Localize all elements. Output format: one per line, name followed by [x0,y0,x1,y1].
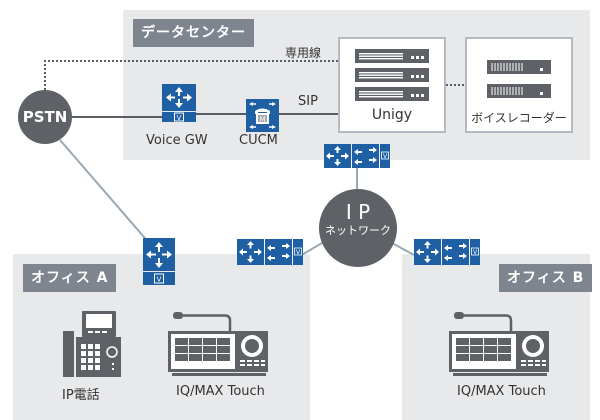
ip-office-b-link [391,242,415,256]
unigy-card: Unigy [338,37,446,133]
dedicated-line-link [44,60,338,90]
dedicated-line-label: 専用線 [285,46,322,60]
iqmax-a-label: IQ/MAX Touch [176,384,265,399]
ip-network-node: I P ネットワーク [319,189,397,267]
ip-phone-icon [63,311,121,377]
office-a-network-switch-icon: V [237,239,303,265]
ip-office-a-link [299,242,323,257]
manager-badge: M [259,116,265,124]
voice-recorder-label: ボイスレコーダー [471,111,567,125]
recorder-icon [487,60,551,98]
pstn-node: PSTN [18,90,72,144]
svg-text:V: V [473,249,478,256]
pstn-label: PSTN [22,108,68,126]
unigy-label: Unigy [371,107,413,123]
cucm-label: CUCM [239,133,278,148]
pstn-office-a-link [59,139,151,245]
voice-gw-label: Voice GW [146,133,208,148]
voice-recorder-card: ボイスレコーダー [465,37,573,133]
voice-badge: V [177,114,182,122]
svg-text:V: V [157,276,162,284]
ip-phone-label: IP電話 [62,388,100,403]
sip-label: SIP [298,94,318,109]
trading-turret-icon-b [449,312,549,376]
office-b-label: オフィス B [499,264,593,292]
svg-text:V: V [296,249,301,256]
ip-network-title: I P [345,200,371,224]
office-a-voice-router-icon: V [143,238,175,285]
office-a-label: オフィス A [23,264,117,292]
server-stack-icon [355,49,429,101]
ip-network-subtitle: ネットワーク [325,224,391,237]
iqmax-b-label: IQ/MAX Touch [457,384,546,399]
datacenter-network-switch-icon: V [324,144,390,168]
datacenter-label: データセンター [133,19,254,47]
cucm-icon: M [246,99,279,132]
office-b-network-switch-icon: V [414,239,480,265]
svg-text:V: V [383,153,388,160]
voice-gateway-router-icon: V [162,84,196,122]
trading-turret-icon-a [168,312,268,376]
